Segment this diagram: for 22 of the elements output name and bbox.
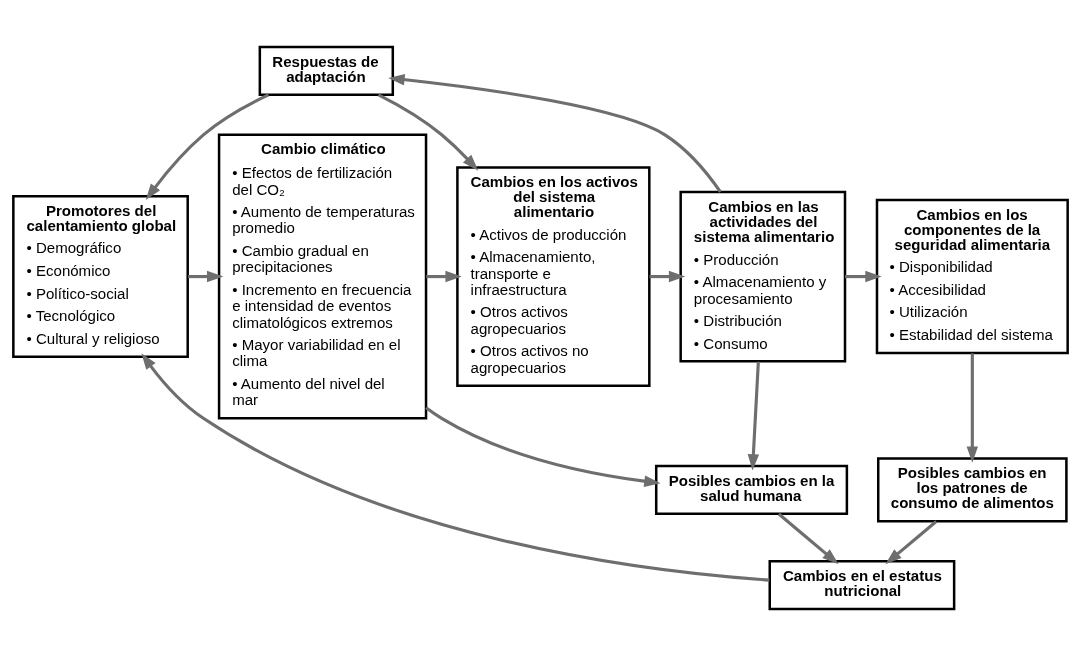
node-box: Promotores del calentamiento global • Demográfico • Económico • Político-social • Tecnológico • Cultural y religioso: [12, 195, 189, 359]
node-box: Cambio climático • Efectos de fertilización del CO₂ • Aumento de temperaturas promedio • Cambio gradual en precipitaciones • Incremento en frecuencia e intensidad de eventos climatológicos extremos • Mayor variabilidad en el clima • Aumento del nivel del mar: [217, 133, 428, 420]
arrow: [188, 270, 224, 283]
arrow: [377, 93, 479, 171]
node-box: Respuestas de adaptación: [258, 45, 395, 96]
arrow: [966, 353, 979, 463]
node-box: Posibles cambios en la salud humana: [654, 464, 849, 515]
arrow: [747, 361, 760, 471]
node-box: Cambios en los activos del sistema alimentario • Activos de producción • Almacenamiento, transporte e infraestructura • Otros activos agropecuarios • Otros activos no agropecuarios: [456, 166, 651, 387]
arrow: [845, 270, 882, 283]
node-box: Cambios en las actividades del sistema alimentario • Producción • Almacenamiento y procesamiento • Distribución • Consumo: [679, 190, 847, 363]
node-box: Cambios en los componentes de la seguridad alimentaria • Disponibilidad • Accesibilidad • Utilización • Estabilidad del sistema: [875, 198, 1069, 355]
arrow: [141, 353, 770, 582]
node-box: Posibles cambios en los patrones de consumo de alimentos: [877, 457, 1068, 523]
arrow: [145, 93, 270, 201]
arrow: [425, 406, 661, 487]
arrow: [777, 512, 839, 565]
arrow: [885, 520, 938, 565]
arrow: [388, 74, 722, 193]
node-box: Cambios en el estatus nutricional: [768, 560, 956, 611]
arrow: [649, 270, 686, 283]
arrow: [426, 270, 462, 283]
